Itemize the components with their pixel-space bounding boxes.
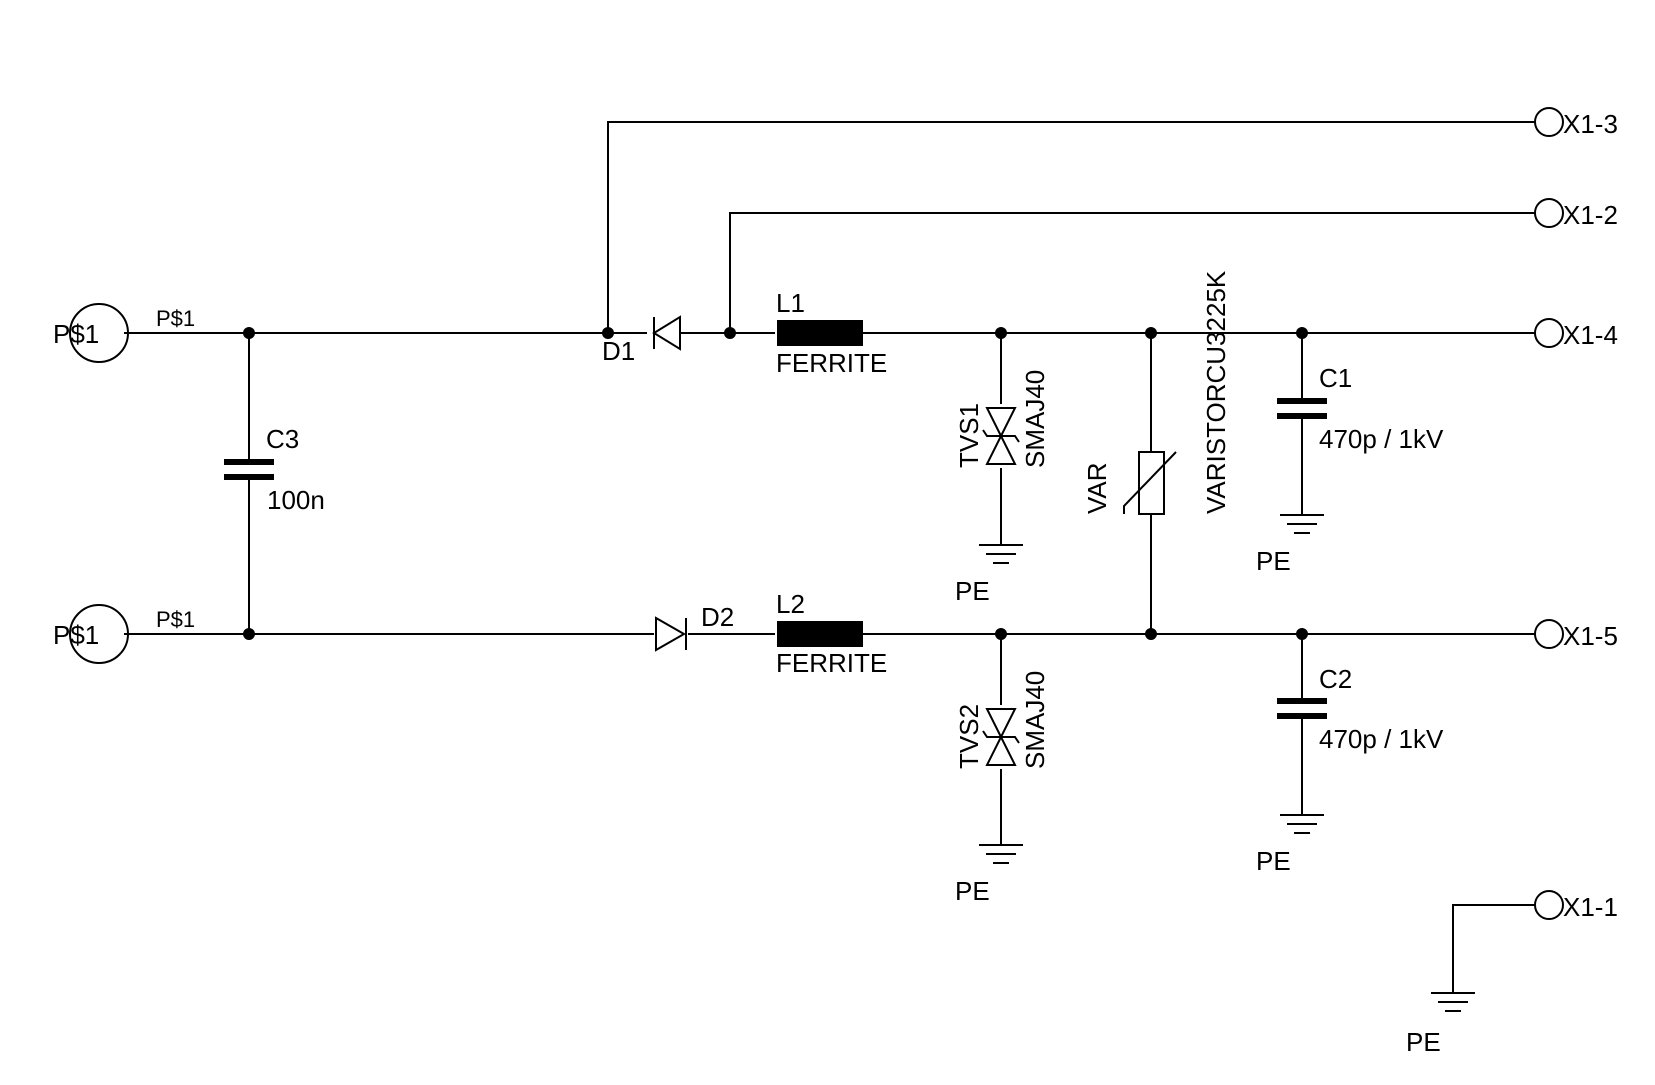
c1-name: C1 (1319, 363, 1352, 393)
pad-bottom: P$1 P$1 (53, 604, 195, 664)
varistor: VAR VARISTORCU3225K (1082, 270, 1231, 515)
wire-x1-1 (1452, 904, 1535, 993)
junction-dot (1145, 628, 1157, 640)
terminal-label: X1-1 (1563, 892, 1618, 922)
wire-x1-2 (729, 212, 1535, 333)
tvs2-value: SMAJ40 (1020, 671, 1050, 769)
tvs-bar (982, 730, 1020, 744)
l2-value: FERRITE (776, 648, 887, 678)
c3-name: C3 (266, 424, 299, 454)
ground-c2: PE (1256, 814, 1324, 876)
tvs-bar (982, 429, 1020, 443)
var-name: VAR (1082, 462, 1112, 514)
pad-top: P$1 P$1 (53, 303, 195, 363)
pad-circle (69, 604, 129, 664)
terminal-circle (1534, 890, 1564, 920)
ground-tvs1: PE (955, 544, 1023, 606)
junction-dot (243, 327, 255, 339)
terminal-x1-1: X1-1 (1534, 890, 1618, 922)
diode-d1: D1 (602, 315, 681, 366)
tvs-diode-2: TVS2 SMAJ40 (954, 671, 1050, 769)
junction-dot (602, 327, 614, 339)
ground-c1: PE (1256, 514, 1324, 576)
l2-name: L2 (776, 589, 805, 619)
ferrite-block (777, 621, 863, 647)
junction-dot (1296, 327, 1308, 339)
tvs2-name: TVS2 (954, 704, 984, 769)
terminal-x1-3: X1-3 (1534, 107, 1618, 139)
terminal-label: X1-4 (1563, 320, 1618, 350)
tvs-diode-1: TVS1 SMAJ40 (954, 370, 1050, 468)
pad-bottom-pin: P$1 (156, 607, 195, 632)
terminal-label: X1-3 (1563, 109, 1618, 139)
junction-dot (724, 327, 736, 339)
ferrite-block (777, 320, 863, 346)
terminal-x1-5: X1-5 (1534, 619, 1618, 651)
terminal-label: X1-5 (1563, 621, 1618, 651)
d2-name: D2 (701, 602, 734, 632)
terminal-circle (1534, 619, 1564, 649)
varistor-slash (1123, 451, 1177, 514)
ground-label: PE (955, 576, 990, 606)
diode-d2: D2 (655, 602, 734, 652)
ground-label: PE (1406, 1027, 1441, 1057)
c1-value: 470p / 1kV (1319, 424, 1444, 454)
ground-tvs2: PE (955, 844, 1023, 906)
tvs-triangle (985, 708, 1017, 740)
inductor-l2: L2 FERRITE (776, 589, 887, 678)
junction-dot (1145, 327, 1157, 339)
ground-label: PE (1256, 546, 1291, 576)
wires (124, 121, 1535, 993)
terminal-label: X1-2 (1563, 200, 1618, 230)
junction-dot (995, 327, 1007, 339)
terminal-x1-4: X1-4 (1534, 318, 1618, 350)
junction-dot (1296, 628, 1308, 640)
c2-value: 470p / 1kV (1319, 724, 1444, 754)
inductor-l1: L1 FERRITE (776, 288, 887, 378)
varistor-body (1138, 451, 1165, 515)
terminal-x1-2: X1-2 (1534, 198, 1618, 230)
tvs-triangle (985, 734, 1017, 766)
junction-dot (243, 628, 255, 640)
c2-name: C2 (1319, 664, 1352, 694)
pad-bottom-name: P$1 (53, 620, 99, 650)
capacitor-c2: C2 470p / 1kV (1277, 664, 1444, 754)
terminal-circle (1534, 107, 1564, 137)
diode-triangle (652, 315, 681, 351)
ground-label: PE (955, 876, 990, 906)
capacitor-c1: C1 470p / 1kV (1277, 363, 1444, 454)
ground-x1-1: PE (1406, 992, 1475, 1057)
junctions (243, 327, 1308, 640)
var-value: VARISTORCU3225K (1201, 270, 1231, 514)
terminal-circle (1534, 198, 1564, 228)
capacitor-c3: C3 100n (224, 424, 325, 515)
l1-value: FERRITE (776, 348, 887, 378)
wire-x1-3 (607, 121, 1535, 333)
diode-triangle (655, 616, 687, 652)
tvs-triangle (985, 433, 1017, 465)
junction-dot (995, 628, 1007, 640)
tvs-triangle (985, 407, 1017, 439)
pad-top-pin: P$1 (156, 306, 195, 331)
terminal-circle (1534, 318, 1564, 348)
pad-circle (69, 303, 129, 363)
tvs1-name: TVS1 (954, 403, 984, 468)
l1-name: L1 (776, 288, 805, 318)
d1-name: D1 (602, 336, 635, 366)
c3-value: 100n (267, 485, 325, 515)
tvs1-value: SMAJ40 (1020, 370, 1050, 468)
pad-top-name: P$1 (53, 319, 99, 349)
ground-label: PE (1256, 846, 1291, 876)
